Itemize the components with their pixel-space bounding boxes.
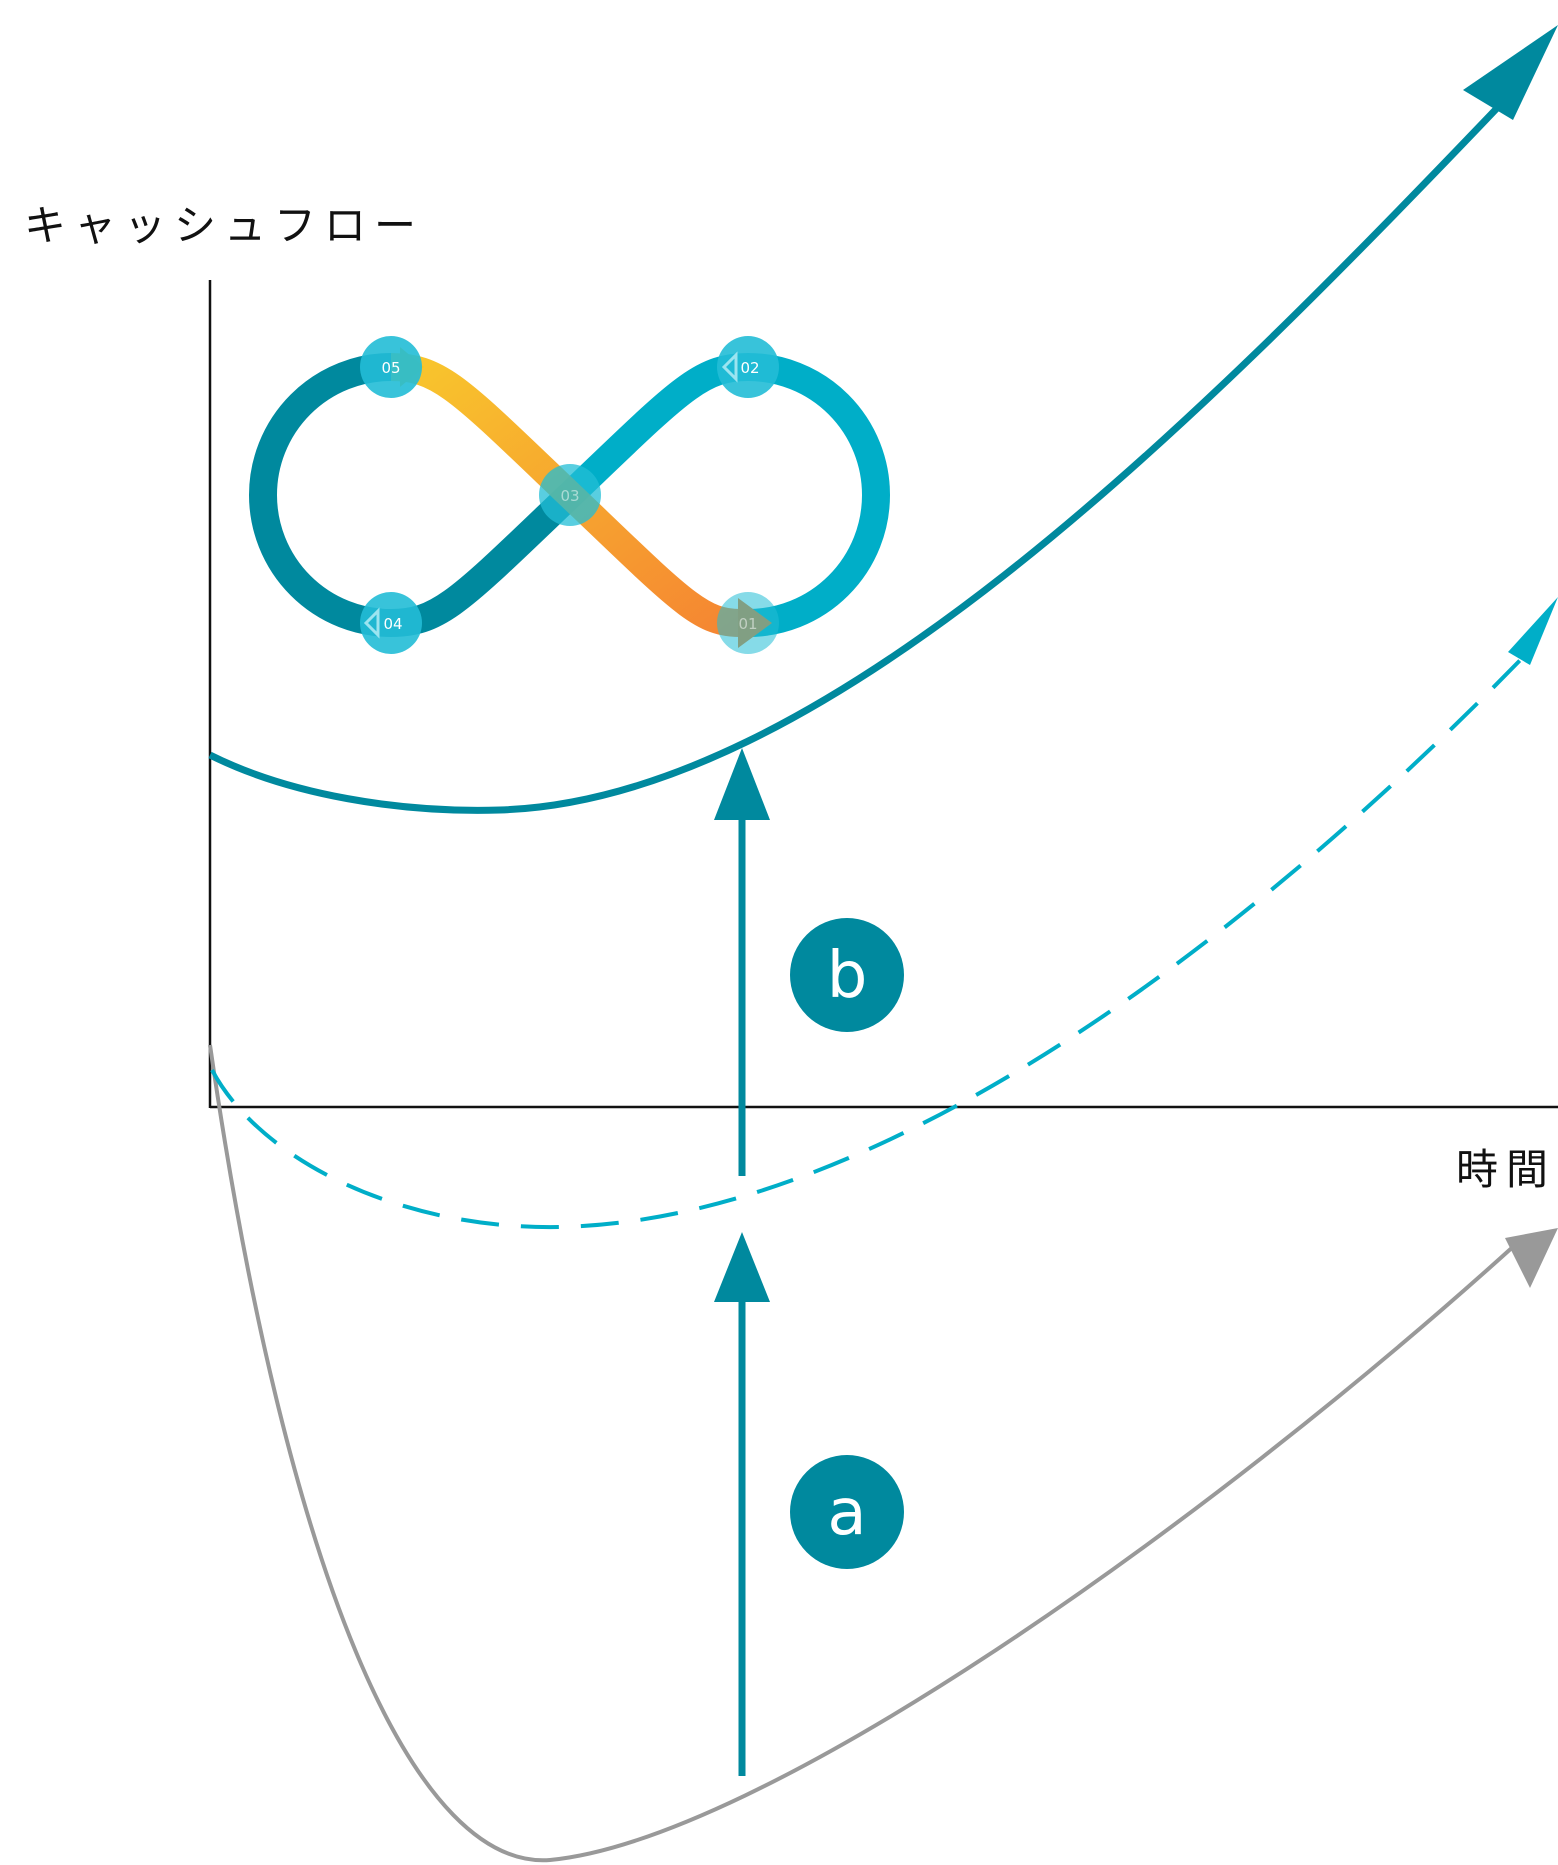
main-curve [208,102,1503,814]
badge-b-circle [790,918,904,1032]
infinity-loop-icon: 05 02 03 04 01 [249,336,890,654]
baseline-arrowhead [1505,1228,1558,1288]
arrow-a-head [714,1232,770,1302]
loop-node-02 [717,336,779,398]
loop-node-03-label: 03 [560,487,579,505]
loop-node-02-chevron [721,351,738,383]
loop-left-lobe [249,353,580,638]
loop-right-lobe [560,352,890,637]
loop-node-04-chevron [363,607,380,639]
baseline-curve [208,1044,1517,1863]
y-axis-label: キャッシュフロー [24,201,424,250]
loop-node-04-label: 04 [383,615,402,633]
loop-node-03 [539,464,601,526]
badge-b-label: b [827,939,868,1013]
badge-a-circle [790,1455,904,1569]
loop-node-04 [360,592,422,654]
main-arrowhead [1463,25,1558,120]
loop-node-01 [717,592,779,654]
loop-node-05-label: 05 [381,359,400,377]
badge-a-label: a [827,1476,866,1550]
loop-node-02-label: 02 [740,359,759,377]
dashed-arrowhead [1508,597,1558,665]
loop-node-05 [360,336,422,398]
loop-node-01-label: 01 [738,615,757,633]
x-axis-label: 時間 [1456,1145,1556,1194]
dashed-curve [210,648,1532,1230]
arrow-b-head [714,748,770,820]
